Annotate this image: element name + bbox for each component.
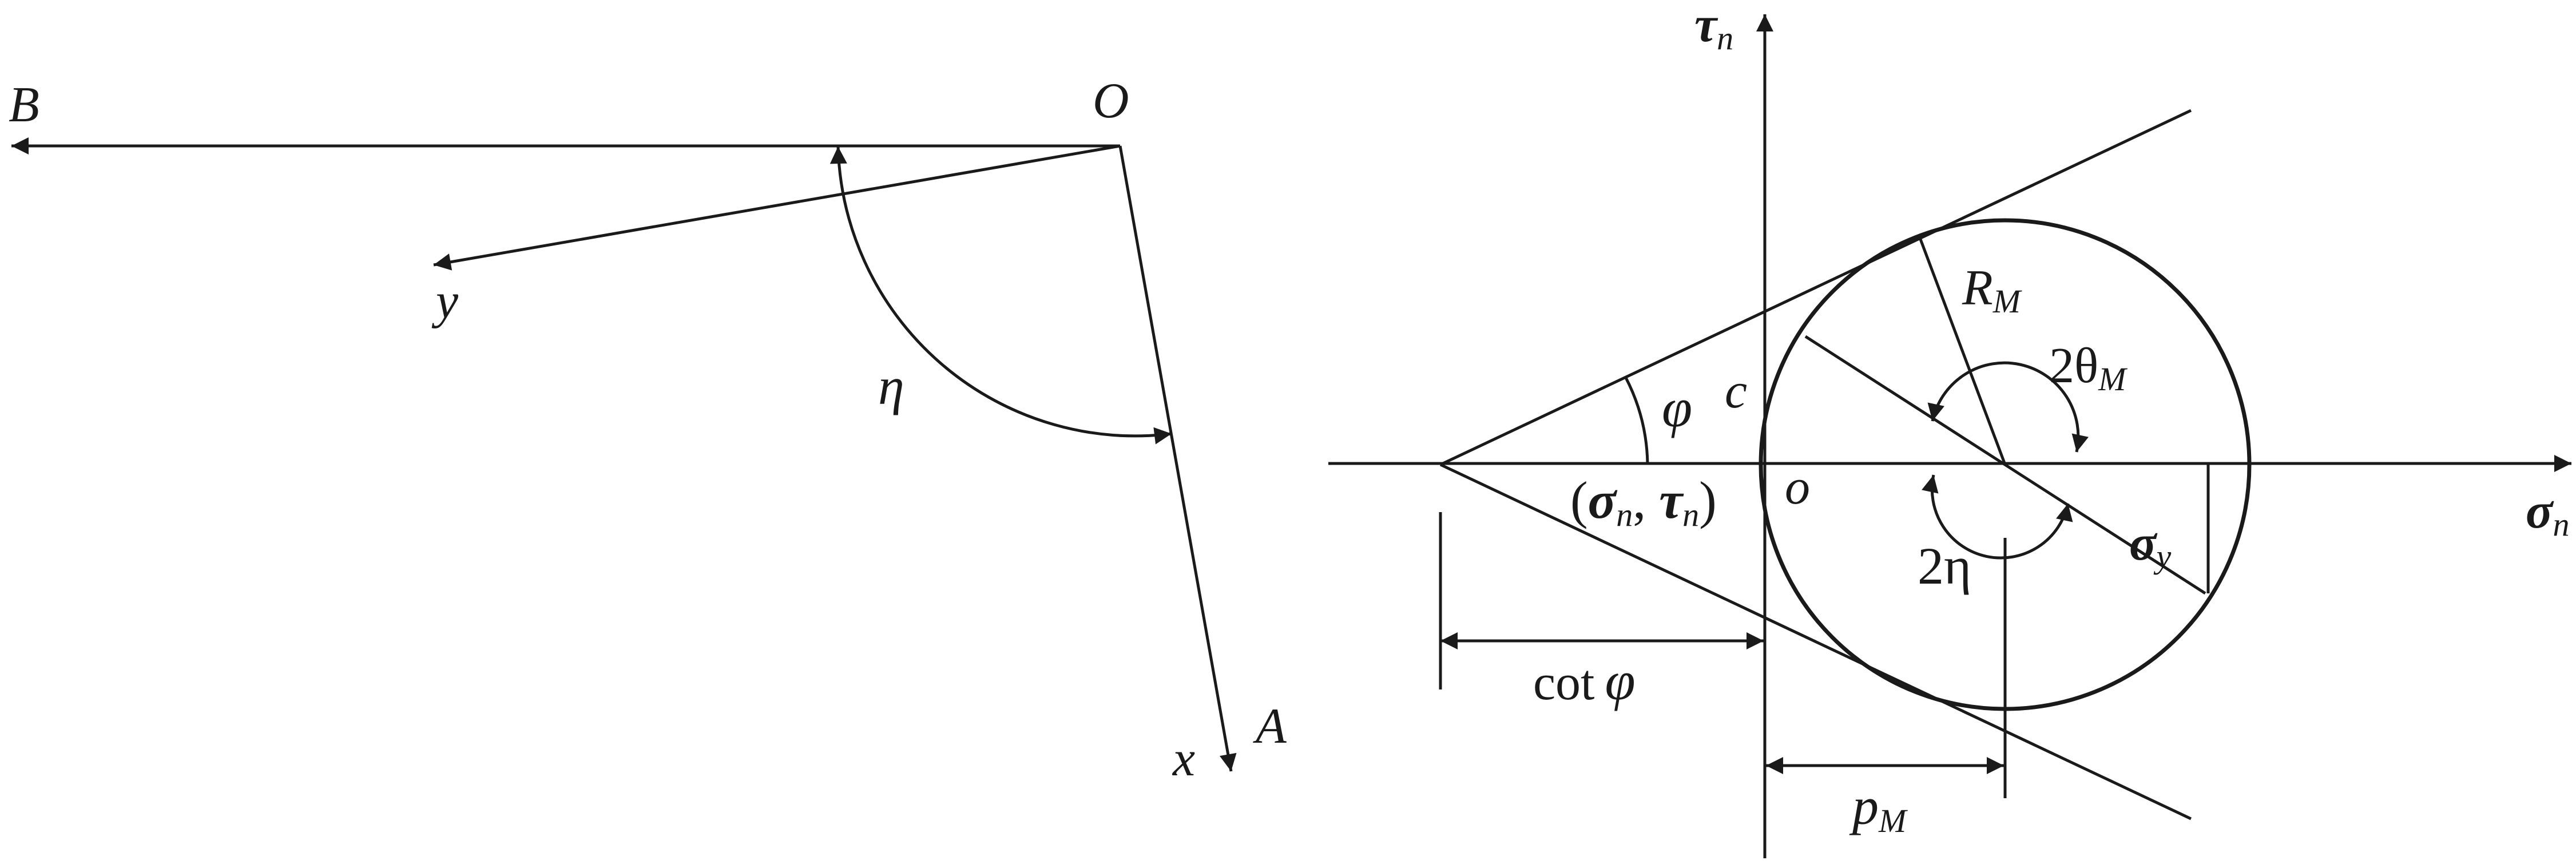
label-origin: o: [1785, 459, 1810, 515]
label-x: x: [1172, 731, 1195, 787]
phi-angle-arc: [1624, 376, 1649, 464]
right-diagram: [1328, 14, 2571, 858]
label-phi: φ: [1662, 377, 1692, 438]
label-c: c: [1725, 363, 1747, 419]
oy-axis: [433, 144, 1121, 271]
diameter-line: [1804, 335, 2206, 595]
two-eta-arc: [1922, 474, 2073, 560]
tau-axis-label: τn: [1694, 0, 1733, 57]
label-two-eta: 2η: [1918, 537, 1971, 595]
label-y: y: [431, 274, 459, 329]
label-sigma-y: σy: [2129, 516, 2171, 575]
label-a: A: [1253, 699, 1287, 754]
left-diagram: [11, 137, 1237, 772]
label-two-theta-m: 2θM: [2049, 338, 2128, 398]
label-p-m: pM: [1849, 777, 1908, 839]
sigma-axis-label: σn: [2526, 483, 2569, 543]
label-point-sigma-tau: (σn, τn): [1570, 471, 1717, 533]
eta-angle-arc: [829, 146, 1172, 445]
label-r-m: RM: [1962, 260, 2022, 320]
label-o: O: [1093, 73, 1129, 129]
label-eta: η: [878, 357, 904, 415]
two-theta-arc: [1927, 361, 2089, 453]
lower-envelope-line: [1439, 463, 2192, 821]
upper-envelope-line: [1439, 109, 2192, 466]
left-labels: B O y η x A: [9, 73, 1287, 787]
ox-axis: [1118, 145, 1237, 772]
label-b: B: [9, 77, 39, 133]
